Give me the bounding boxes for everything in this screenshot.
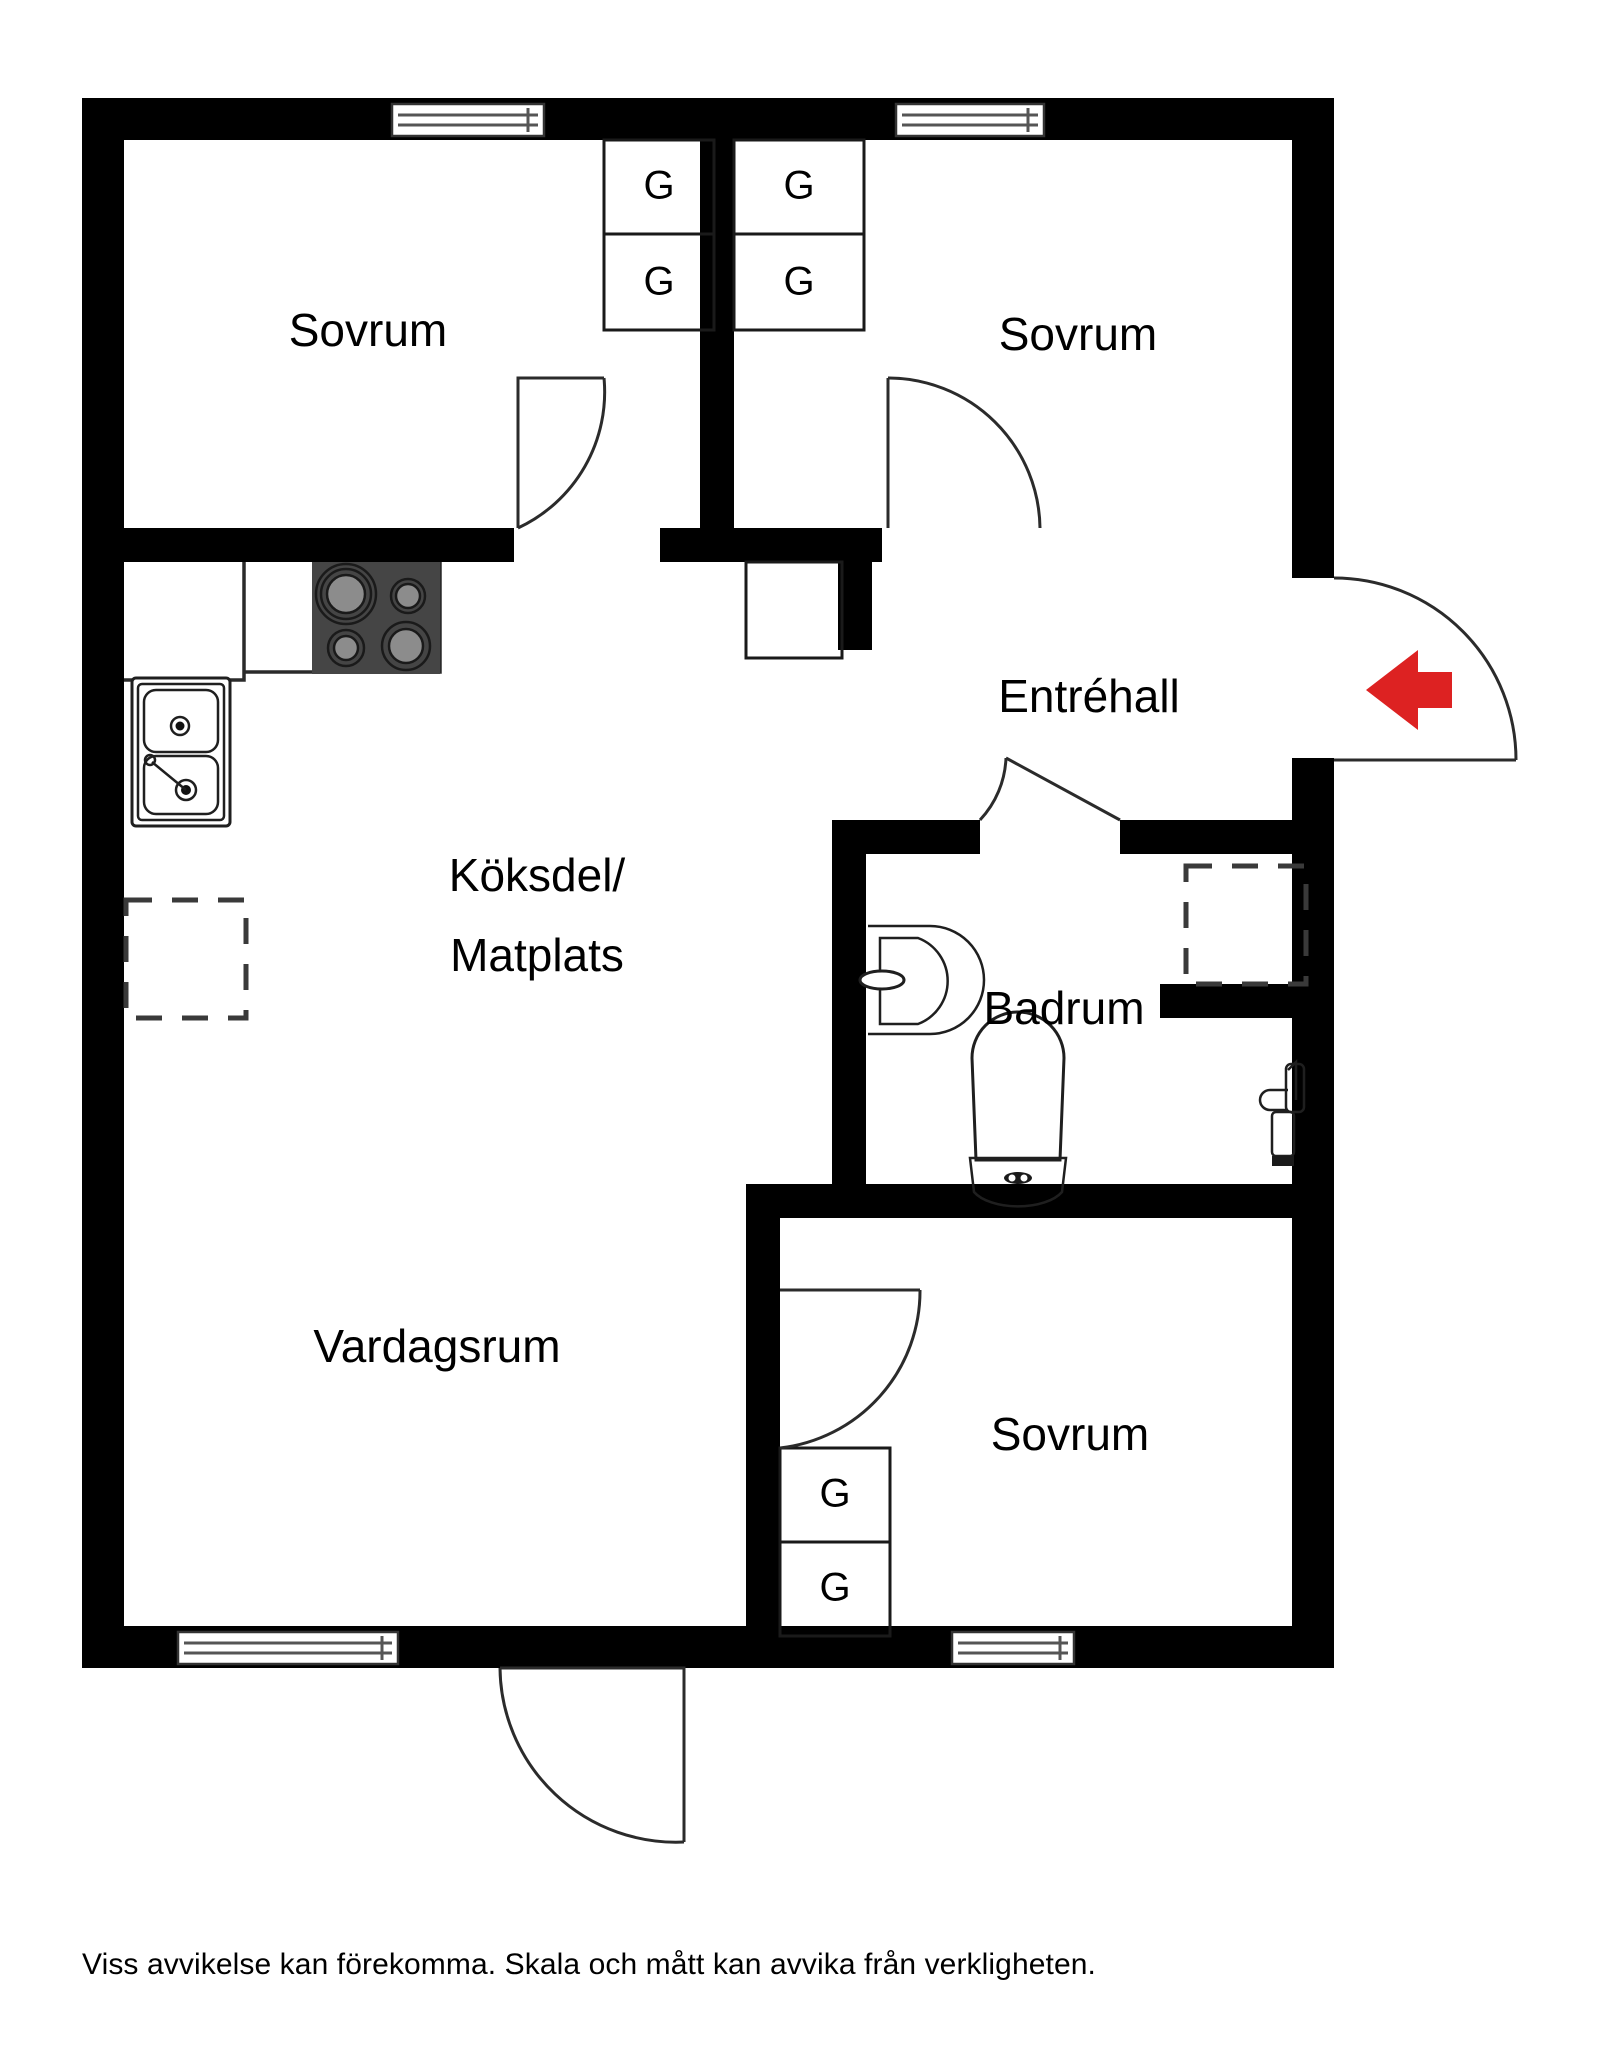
washbasin-icon [858, 924, 986, 1036]
door-bedroom-bottom [779, 1288, 922, 1450]
room-label-living-room: Vardagsrum [313, 1320, 560, 1372]
room-label-bathroom: Badrum [983, 982, 1144, 1034]
closet-label: G [643, 260, 674, 304]
closets-group: G G G G G G [602, 138, 892, 1638]
windows-group [176, 102, 1076, 1666]
kitchen-fixtures [123, 562, 442, 1021]
closet-top-left: G G [602, 138, 716, 332]
shower-mixer-icon [1258, 1058, 1306, 1166]
door-bathroom [978, 756, 1121, 822]
room-label-entry-hall: Entréhall [998, 670, 1180, 722]
closet-top-right: G G [732, 138, 866, 332]
closet-bottom-bedroom: G G [778, 1446, 892, 1638]
room-label-bedroom-bottom: Sovrum [991, 1408, 1149, 1460]
dashed-appliance-outline-bathroom [1183, 863, 1309, 987]
window-bottom-right [950, 1630, 1076, 1666]
window-top-right [894, 102, 1046, 138]
closet-label: G [643, 164, 674, 208]
disclaimer-text: Viss avvikelse kan förekomma. Skala och … [82, 1948, 1096, 1981]
bathroom-fixtures [858, 863, 1309, 1208]
stovetop-icon [312, 562, 440, 674]
room-label-kitchen-line2: Matplats [450, 929, 624, 981]
entrance-arrow[interactable] [1366, 650, 1452, 730]
closet-label: G [783, 260, 814, 304]
door-balcony [498, 1666, 686, 1844]
closet-label: G [783, 164, 814, 208]
window-top-left [390, 102, 546, 138]
door-bedroom-top-left [516, 376, 607, 530]
window-bottom-left [176, 1630, 400, 1666]
hall-closet [744, 560, 844, 660]
room-label-bedroom-top-right: Sovrum [999, 308, 1157, 360]
sink-icon [130, 676, 232, 828]
room-labels: Sovrum Sovrum Köksdel/ Matplats Entréhal… [289, 304, 1180, 1460]
room-label-kitchen-line1: Köksdel/ [449, 849, 626, 901]
door-bedroom-top-right [886, 376, 1042, 529]
doors-group [498, 376, 1518, 1844]
door-entrance [1333, 576, 1518, 762]
room-label-bedroom-top-left: Sovrum [289, 304, 447, 356]
toilet-icon [968, 1010, 1068, 1208]
closet-label: G [819, 1472, 850, 1516]
dashed-appliance-outline-kitchen [123, 897, 249, 1021]
closet-label: G [819, 1566, 850, 1610]
